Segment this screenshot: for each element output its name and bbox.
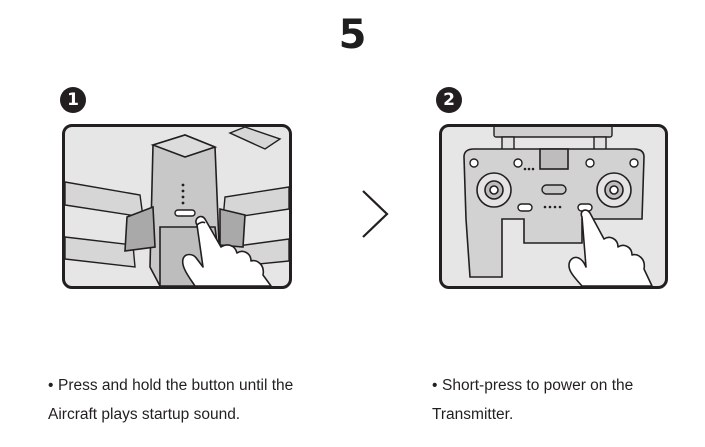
aircraft-illustration-panel: [62, 124, 292, 289]
transmitter-power-button-illustration: [463, 127, 653, 286]
step-2-caption-line-1: Short-press to power on the: [442, 377, 634, 394]
step-1-caption-line-1: Press and hold the button until the: [58, 377, 294, 394]
bullet: •: [432, 377, 438, 394]
aircraft-power-button-illustration: [65, 127, 289, 286]
step-2-caption-line-2: Transmitter.: [432, 406, 514, 423]
chevron-right-icon: [362, 190, 389, 238]
step-2-caption: •Short-press to power on the Transmitter…: [432, 371, 633, 429]
step-badge-2: 2: [436, 87, 462, 113]
step-badge-1: 1: [60, 87, 86, 113]
transmitter-illustration-panel: [439, 124, 668, 289]
step-1-caption: •Press and hold the button until the Air…: [48, 371, 293, 429]
bullet: •: [48, 377, 54, 394]
step-1-caption-line-2: Aircraft plays startup sound.: [48, 406, 241, 423]
step-number: 5: [338, 12, 367, 58]
